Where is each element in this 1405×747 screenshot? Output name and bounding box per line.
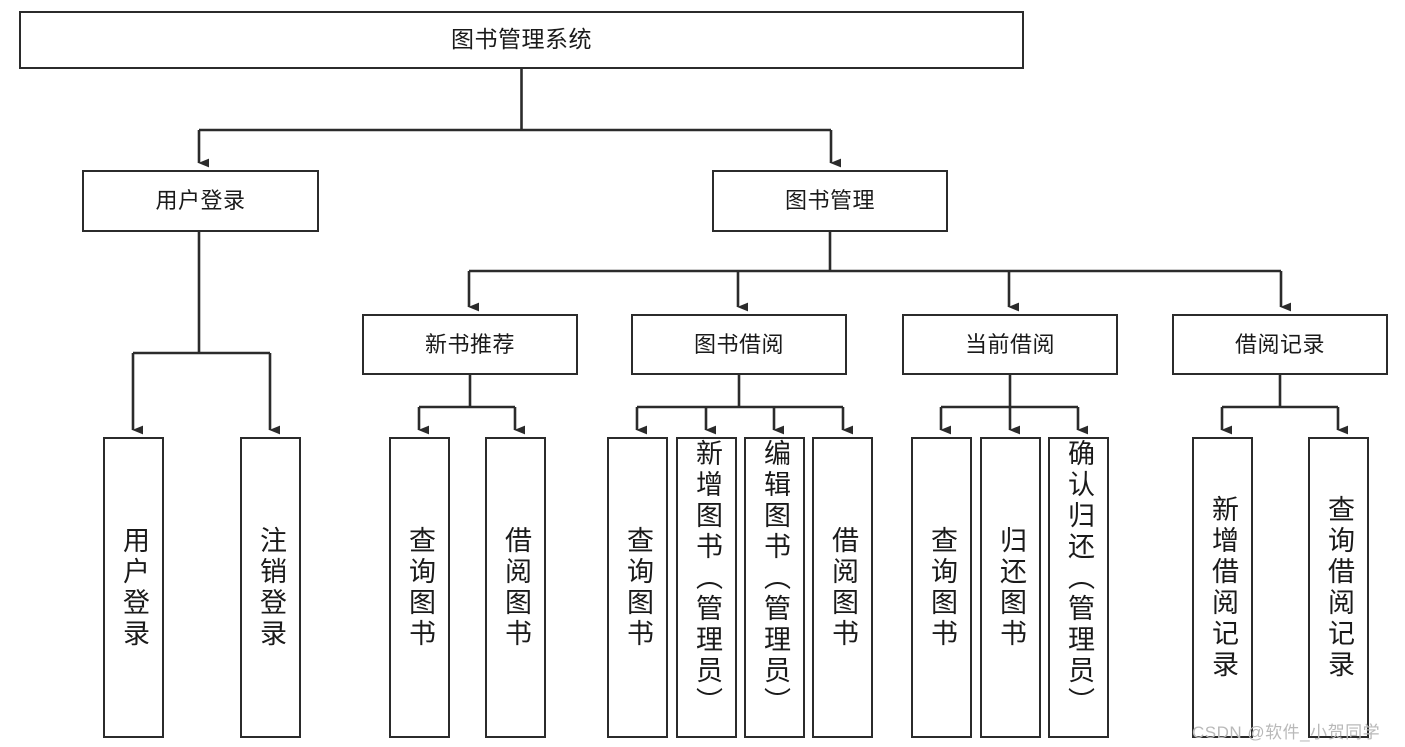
node-label: 确认归还（管理员）	[1064, 439, 1094, 718]
node-label: 借阅图书	[501, 525, 531, 650]
leaf-user-login[interactable]: 用户登录	[103, 437, 164, 738]
node-label: 借阅记录	[1234, 331, 1325, 357]
leaf-borrow-book-borrow[interactable]: 借阅图书	[812, 437, 873, 738]
node-new-book-recommend[interactable]: 新书推荐	[362, 314, 578, 375]
leaf-borrow-book-recommend[interactable]: 借阅图书	[485, 437, 546, 738]
node-label: 查询图书	[405, 525, 435, 650]
node-label: 图书管理系统	[451, 26, 592, 53]
node-label: 新书推荐	[424, 331, 515, 357]
leaf-add-borrow-record[interactable]: 新增借阅记录	[1192, 437, 1253, 738]
node-label: 归还图书	[996, 525, 1026, 650]
node-book-manage[interactable]: 图书管理	[712, 170, 948, 232]
leaf-query-borrow-record[interactable]: 查询借阅记录	[1308, 437, 1369, 738]
node-label: 查询图书	[623, 525, 653, 650]
leaf-query-book-borrow[interactable]: 查询图书	[607, 437, 668, 738]
node-label: 查询图书	[927, 525, 957, 650]
leaf-edit-book-admin[interactable]: 编辑图书（管理员）	[744, 437, 805, 738]
node-label: 注销登录	[256, 525, 286, 650]
node-user-login[interactable]: 用户登录	[82, 170, 319, 232]
leaf-confirm-return-admin[interactable]: 确认归还（管理员）	[1048, 437, 1109, 738]
node-current-borrow[interactable]: 当前借阅	[902, 314, 1118, 375]
csdn-watermark: CSDN @软件_小贺同学	[1192, 723, 1381, 742]
node-borrow-record[interactable]: 借阅记录	[1172, 314, 1388, 375]
node-label: 查询借阅记录	[1324, 494, 1354, 681]
node-label: 图书借阅	[693, 331, 784, 357]
node-label: 新增图书（管理员）	[692, 439, 722, 718]
leaf-logout-login[interactable]: 注销登录	[240, 437, 301, 738]
node-label: 图书管理	[784, 188, 875, 214]
node-label: 借阅图书	[828, 525, 858, 650]
leaf-return-book[interactable]: 归还图书	[980, 437, 1041, 738]
node-label: 编辑图书（管理员）	[760, 439, 790, 718]
node-label: 新增借阅记录	[1208, 494, 1238, 681]
node-label: 用户登录	[155, 188, 246, 214]
node-root-system[interactable]: 图书管理系统	[19, 11, 1024, 69]
node-label: 当前借阅	[964, 331, 1055, 357]
leaf-query-book-recommend[interactable]: 查询图书	[389, 437, 450, 738]
node-label: 用户登录	[119, 525, 149, 650]
leaf-add-book-admin[interactable]: 新增图书（管理员）	[676, 437, 737, 738]
leaf-query-book-current[interactable]: 查询图书	[911, 437, 972, 738]
node-book-borrow[interactable]: 图书借阅	[631, 314, 847, 375]
